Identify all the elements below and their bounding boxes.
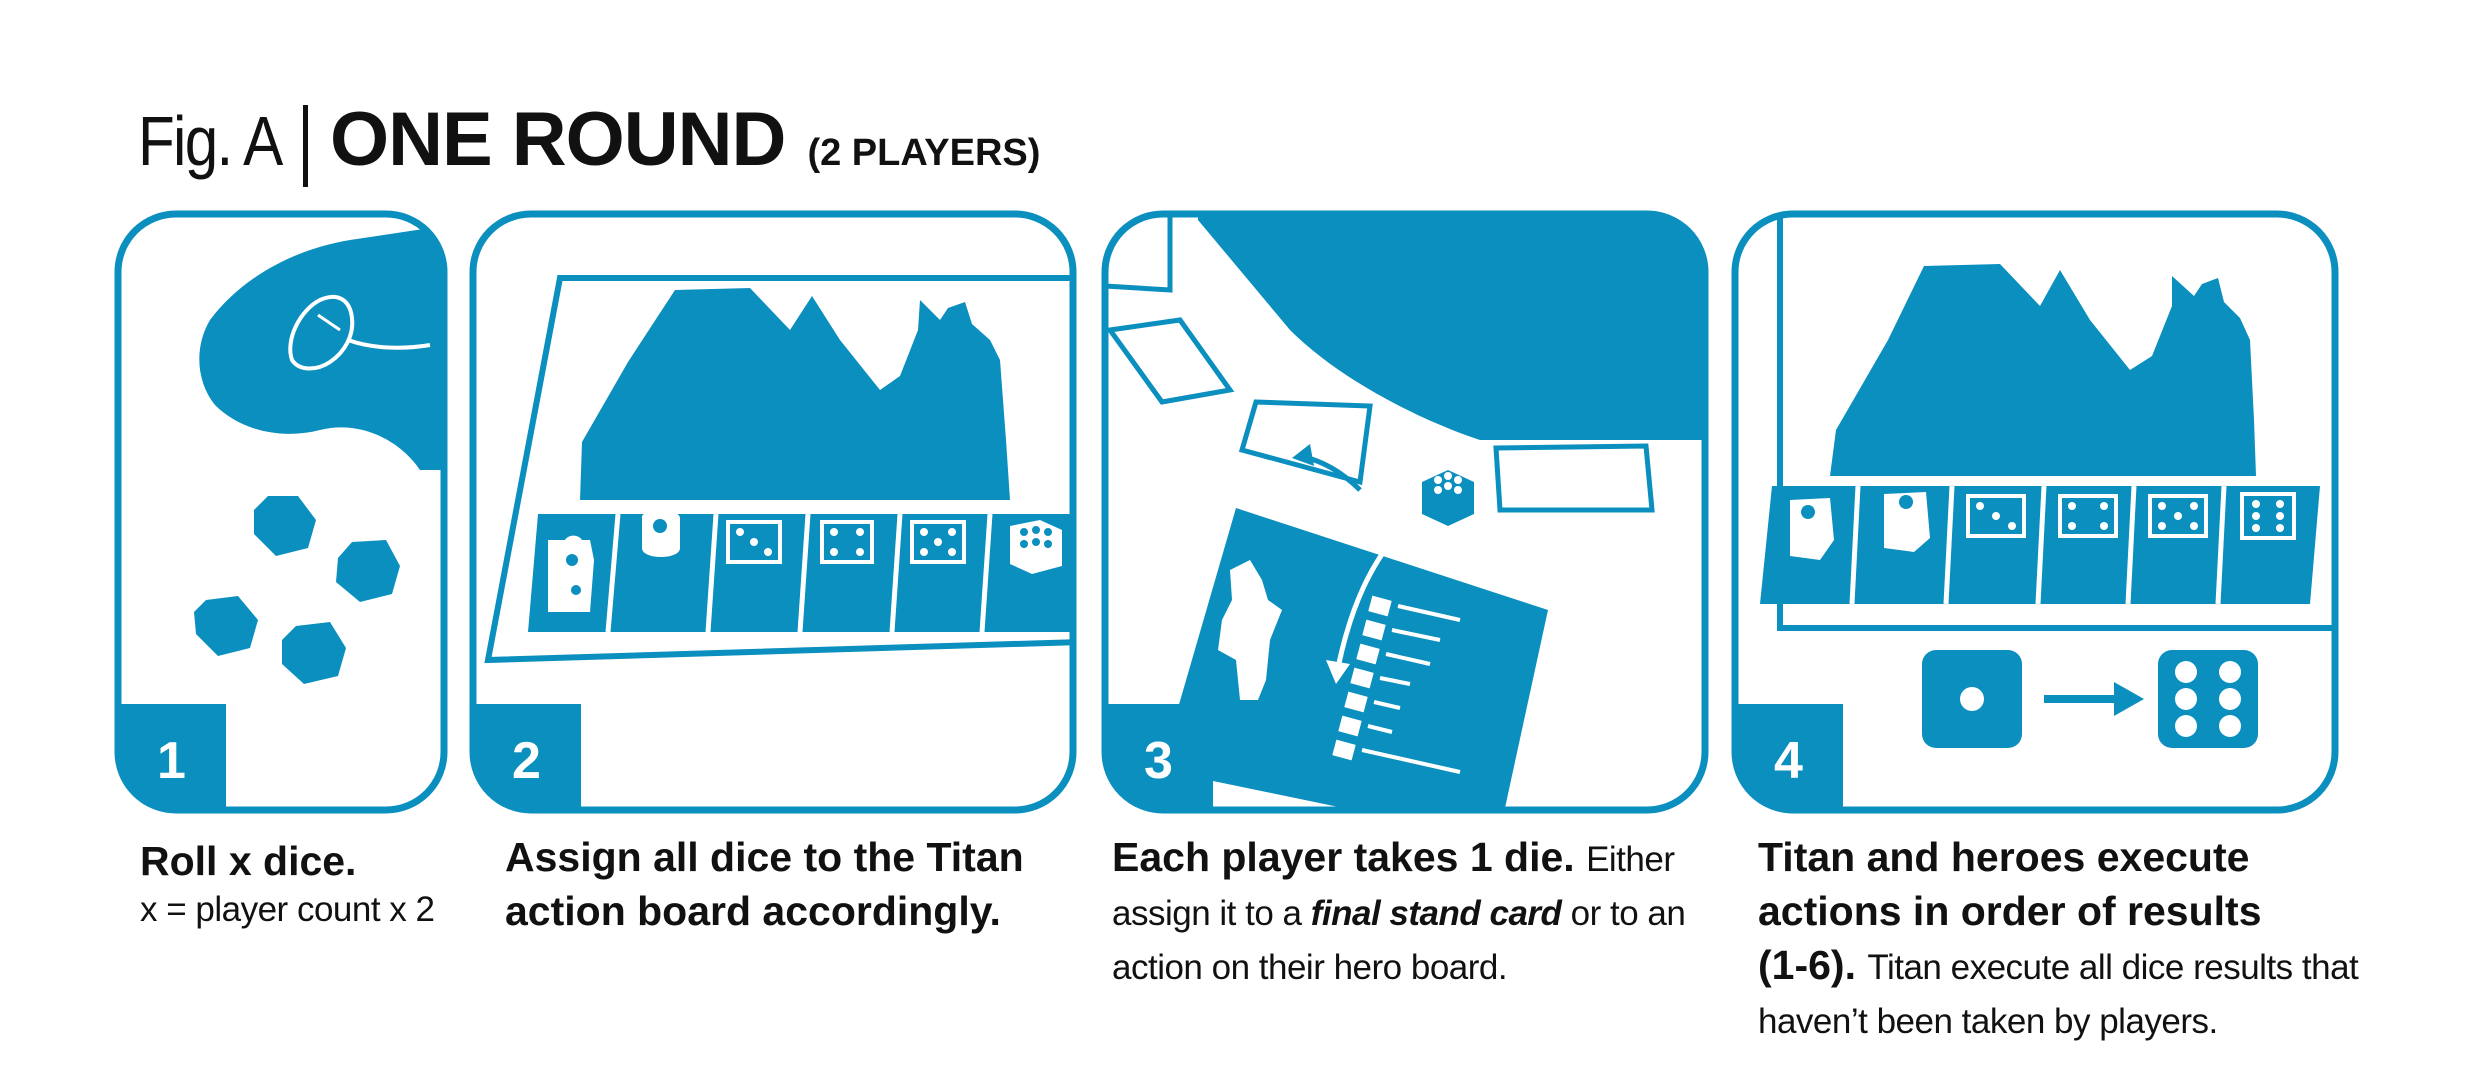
panel-1: 1: [114, 210, 448, 814]
die-icon: [1422, 470, 1474, 526]
caption-step-4: Titan and heroes execute actions in orde…: [1758, 830, 2458, 1049]
caption-normal-1: Either: [1586, 840, 1675, 879]
panel-2: 2: [469, 210, 1077, 814]
hand-icon: [199, 225, 444, 470]
caption-bold-line-2: actions in order of results: [1758, 888, 2262, 934]
title-main: ONE ROUND: [329, 97, 786, 182]
step-number: 1: [157, 732, 186, 790]
panel-3: 3: [1101, 210, 1709, 814]
caption-normal-3: or to an: [1570, 894, 1686, 933]
caption-emphasis: final stand card: [1310, 894, 1562, 933]
caption-bold-line-2: action board accordingly.: [505, 888, 1001, 934]
caption-bold-line-1: Assign all dice to the Titan: [505, 834, 1024, 880]
caption-bold-line-3: (1-6).: [1758, 942, 1856, 988]
step-number: 4: [1774, 732, 1803, 790]
caption-normal-2: assign it to a: [1112, 894, 1302, 933]
title-divider: [302, 105, 308, 187]
caption-step-3: Each player takes 1 die. Either assign i…: [1112, 830, 1732, 995]
caption-step-1: Roll x dice. x = player count x 2: [140, 834, 460, 932]
caption-normal-1: Titan execute all dice results that: [1867, 948, 2359, 987]
caption-bold-line-1: Titan and heroes execute: [1758, 834, 2250, 880]
dice-icon: [254, 496, 316, 556]
figure-label: Fig. A: [138, 102, 283, 180]
panel-4: 4: [1731, 210, 2339, 814]
caption-normal: x = player count x 2: [140, 890, 435, 929]
step-number: 2: [512, 732, 541, 790]
caption-normal-2: haven’t been taken by players.: [1758, 1002, 2218, 1041]
title-subtitle: (2 PLAYERS): [807, 132, 1041, 174]
step-number: 3: [1144, 732, 1173, 790]
titan-silhouette-icon: [1830, 264, 2256, 476]
caption-bold: Each player takes 1 die.: [1112, 834, 1575, 880]
shared-board-icon: [1198, 214, 1705, 440]
die-six-icon: [2158, 650, 2258, 748]
final-stand-card-icon: [1105, 317, 1235, 405]
caption-normal-4: action on their hero board.: [1112, 948, 1508, 987]
page-title: Fig. A ONE ROUND (2 PLAYERS): [138, 96, 1040, 196]
caption-step-2: Assign all dice to the Titan action boar…: [505, 830, 1105, 938]
caption-bold: Roll x dice.: [140, 838, 357, 884]
titan-silhouette-icon: [580, 288, 1010, 500]
